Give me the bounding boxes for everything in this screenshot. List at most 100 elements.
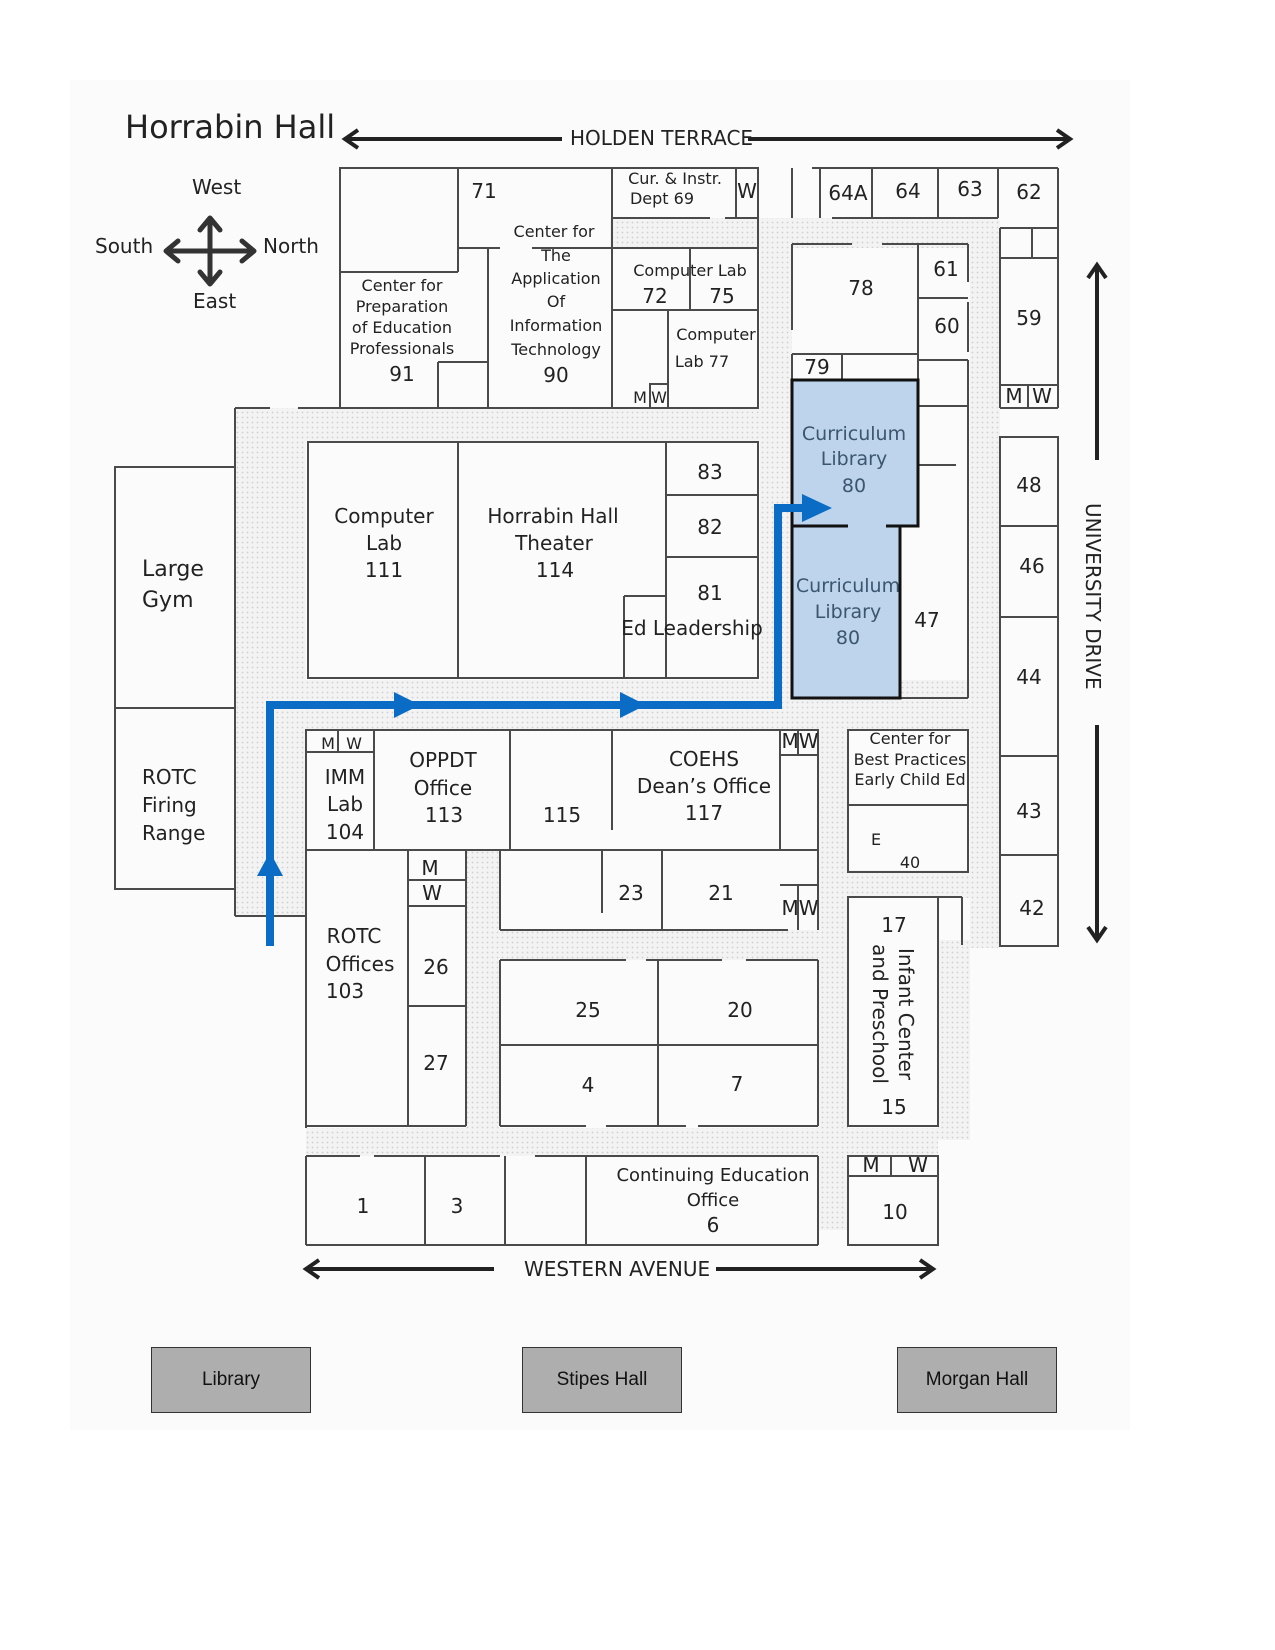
room-91-line2[interactable]: Preparation <box>356 297 448 316</box>
room-114-line2[interactable]: Theater <box>514 531 594 555</box>
restroom-women-g[interactable]: W <box>908 1153 928 1177</box>
room-111-line1[interactable]: Computer <box>334 504 434 528</box>
restroom-mw-d[interactable]: MW <box>781 729 818 753</box>
restroom-men-b[interactable]: M <box>1005 384 1022 408</box>
room-114-line1[interactable]: Horrabin Hall <box>487 504 618 528</box>
restroom-women[interactable]: W <box>737 179 757 203</box>
room-23[interactable]: 23 <box>618 881 643 905</box>
room-43[interactable]: 43 <box>1016 799 1041 823</box>
nearby-building-morgan-hall[interactable]: Morgan Hall <box>897 1347 1057 1413</box>
room-59[interactable]: 59 <box>1016 306 1041 330</box>
room-40-e[interactable]: E <box>871 830 881 849</box>
room-69-line2[interactable]: Dept 69 <box>630 189 694 208</box>
room-90-line4[interactable]: Of <box>547 292 566 311</box>
best-practices-line3[interactable]: Early Child Ed <box>854 770 965 789</box>
library-upper-line1[interactable]: Curriculum <box>802 423 906 445</box>
restroom-men-c[interactable]: M <box>321 734 335 753</box>
best-practices-line1[interactable]: Center for <box>870 729 951 748</box>
infant-center-line2[interactable]: and Preschool <box>868 944 892 1084</box>
library-lower-num[interactable]: 80 <box>836 627 860 649</box>
restroom-women-c[interactable]: W <box>346 734 362 753</box>
room-115[interactable]: 115 <box>543 803 581 827</box>
room-7[interactable]: 7 <box>731 1072 744 1096</box>
rotc-range-line2[interactable]: Firing <box>142 793 197 817</box>
room-3[interactable]: 3 <box>451 1194 464 1218</box>
room-104-line1[interactable]: IMM <box>325 765 365 789</box>
room-91[interactable]: 91 <box>389 362 414 386</box>
nearby-building-library[interactable]: Library <box>151 1347 311 1413</box>
room-78[interactable]: 78 <box>848 276 873 300</box>
room-111[interactable]: 111 <box>365 558 403 582</box>
room-77-line1[interactable]: Computer <box>676 325 756 344</box>
room-20[interactable]: 20 <box>727 998 752 1022</box>
room-90[interactable]: 90 <box>543 363 568 387</box>
restroom-women-a[interactable]: W <box>651 388 667 407</box>
large-gym-line1[interactable]: Large <box>142 557 204 582</box>
library-upper-line2[interactable]: Library <box>821 448 887 470</box>
continuing-ed-line2[interactable]: Office <box>687 1190 740 1211</box>
room-15[interactable]: 15 <box>881 1095 906 1119</box>
room-113-line1[interactable]: OPPDT <box>409 748 477 772</box>
room-113-line2[interactable]: Office <box>414 776 472 800</box>
room-60[interactable]: 60 <box>934 314 959 338</box>
room-48[interactable]: 48 <box>1016 473 1041 497</box>
room-104-line2[interactable]: Lab <box>327 792 363 816</box>
room-75[interactable]: 75 <box>709 284 734 308</box>
room-103[interactable]: 103 <box>326 979 364 1003</box>
room-104[interactable]: 104 <box>326 820 364 844</box>
rotc-range-line1[interactable]: ROTC <box>142 765 197 789</box>
library-lower-line1[interactable]: Curriculum <box>796 575 900 597</box>
room-10[interactable]: 10 <box>882 1200 907 1224</box>
room-64[interactable]: 64 <box>895 179 920 203</box>
infant-center-line1[interactable]: Infant Center <box>894 948 918 1081</box>
room-90-line3[interactable]: Application <box>511 269 600 288</box>
room-77-line2[interactable]: Lab 77 <box>675 352 729 371</box>
restroom-mw-f[interactable]: MW <box>781 896 818 920</box>
room-81[interactable]: 81 <box>697 581 722 605</box>
room-46[interactable]: 46 <box>1019 554 1044 578</box>
ed-leadership[interactable]: Ed Leadership <box>621 616 763 640</box>
room-117[interactable]: 117 <box>685 801 723 825</box>
room-91-line1[interactable]: Center for <box>362 276 443 295</box>
restroom-women-e[interactable]: W <box>422 881 442 905</box>
room-90-line6[interactable]: Technology <box>510 340 601 359</box>
room-72[interactable]: 72 <box>642 284 667 308</box>
room-83[interactable]: 83 <box>697 460 722 484</box>
large-gym-line2[interactable]: Gym <box>142 588 194 613</box>
nearby-building-stipes-hall[interactable]: Stipes Hall <box>522 1347 682 1413</box>
room-117-line1[interactable]: COEHS <box>669 747 739 771</box>
room-4[interactable]: 4 <box>582 1073 595 1097</box>
restroom-men-e[interactable]: M <box>421 856 438 880</box>
room-21[interactable]: 21 <box>708 881 733 905</box>
best-practices-line2[interactable]: Best Practices <box>854 750 967 769</box>
room-91-line3[interactable]: of Education <box>352 318 452 337</box>
restroom-women-b[interactable]: W <box>1032 384 1052 408</box>
room-64a[interactable]: 64A <box>828 181 867 205</box>
computer-lab-72-75-title[interactable]: Computer Lab <box>633 261 747 280</box>
library-upper-num[interactable]: 80 <box>842 475 866 497</box>
room-17[interactable]: 17 <box>881 913 906 937</box>
room-79[interactable]: 79 <box>804 355 829 379</box>
room-103-line2[interactable]: Offices <box>326 952 395 976</box>
room-103-line1[interactable]: ROTC <box>327 924 382 948</box>
curriculum-library-lower[interactable] <box>790 524 902 700</box>
room-25[interactable]: 25 <box>575 998 600 1022</box>
room-91-line4[interactable]: Professionals <box>350 339 455 358</box>
room-69-line1[interactable]: Cur. & Instr. <box>628 169 722 188</box>
room-42[interactable]: 42 <box>1019 896 1044 920</box>
room-117-line2[interactable]: Dean’s Office <box>637 774 771 798</box>
room-111-line2[interactable]: Lab <box>366 531 402 555</box>
restroom-men-a[interactable]: M <box>633 388 647 407</box>
room-113[interactable]: 113 <box>425 803 463 827</box>
restroom-men-g[interactable]: M <box>862 1153 879 1177</box>
room-47[interactable]: 47 <box>914 608 939 632</box>
room-27[interactable]: 27 <box>423 1051 448 1075</box>
room-71[interactable]: 71 <box>471 179 496 203</box>
room-63[interactable]: 63 <box>957 177 982 201</box>
room-40[interactable]: 40 <box>900 853 920 872</box>
room-62[interactable]: 62 <box>1016 180 1041 204</box>
room-26[interactable]: 26 <box>423 955 448 979</box>
room-1[interactable]: 1 <box>357 1194 370 1218</box>
room-90-line2[interactable]: The <box>540 246 571 265</box>
room-114[interactable]: 114 <box>536 558 574 582</box>
